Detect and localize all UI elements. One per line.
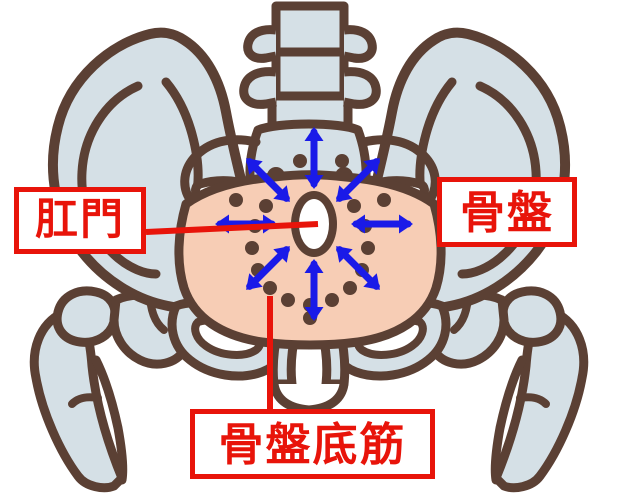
label-anus[interactable]: 肛門	[14, 187, 146, 254]
lumbar-vertebrae	[239, 1, 381, 139]
label-pelvic-floor[interactable]: 骨盤底筋	[190, 409, 435, 479]
anus-leader-line	[145, 221, 319, 235]
pelvic-floor-muscle	[174, 170, 446, 350]
label-pelvis[interactable]: 骨盤	[437, 177, 577, 247]
right-femur	[425, 286, 589, 493]
left-femur	[29, 286, 193, 493]
